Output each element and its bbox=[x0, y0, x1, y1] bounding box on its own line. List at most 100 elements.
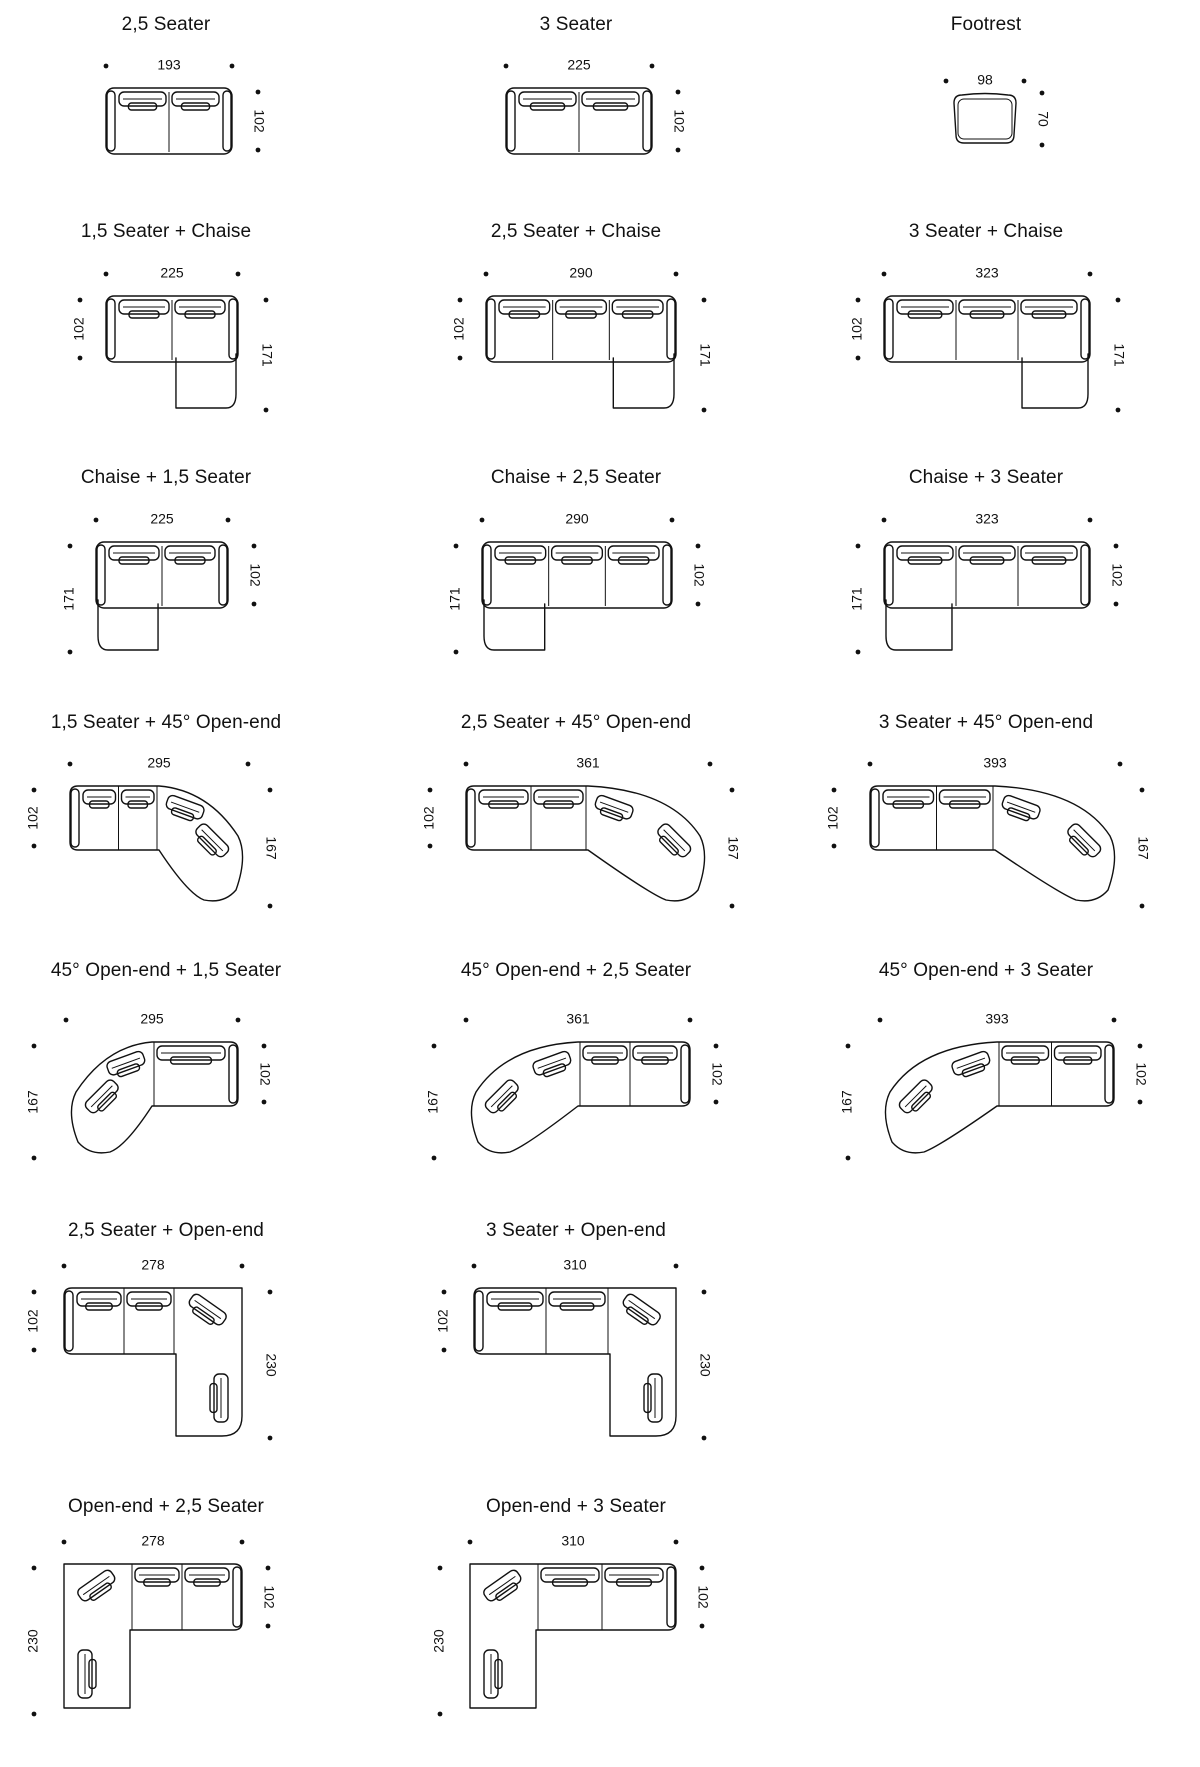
c19-corner-back-seam bbox=[488, 1575, 516, 1596]
c8-chaise-depth-label: 171 bbox=[447, 587, 463, 611]
c16-side-back-pillow bbox=[209, 1382, 218, 1414]
c17-cushion-1-back bbox=[486, 1291, 544, 1307]
c17-side-back-pillow bbox=[643, 1382, 652, 1414]
c2-frame bbox=[505, 87, 653, 155]
c18-cushion-1-pillow bbox=[143, 1578, 171, 1587]
c3-depth-label: 70 bbox=[1035, 111, 1051, 127]
c8-width-dot-left bbox=[479, 517, 485, 523]
c8-cushion-1-pillow bbox=[504, 556, 537, 565]
c17-side-back-back bbox=[647, 1373, 663, 1423]
c9-width-dot-right bbox=[1087, 517, 1093, 523]
c8-width-dot-right bbox=[669, 517, 675, 523]
c13-depth-dot-bottom bbox=[261, 1099, 267, 1105]
c18-side-cushion bbox=[77, 1649, 97, 1699]
c3-pouf-top bbox=[957, 98, 1013, 140]
c12-cushion-1-back bbox=[882, 789, 935, 805]
c14-depth-dot-top bbox=[713, 1043, 719, 1049]
c8-depth-dot-bottom bbox=[695, 601, 701, 607]
c4-chaise-depth-label: 171 bbox=[259, 343, 275, 367]
c9-depth-label: 102 bbox=[1109, 563, 1125, 587]
c1-depth-dot-top bbox=[255, 89, 261, 95]
c17-frame bbox=[473, 1287, 677, 1437]
c4-frame bbox=[105, 295, 239, 363]
configuration-title-c11: 2,5 Seater + 45° Open-end bbox=[460, 712, 692, 733]
c3-width-dot-left bbox=[943, 78, 949, 84]
c16-end-depth-dot-bottom bbox=[267, 1435, 273, 1441]
c11-arm-left bbox=[466, 788, 476, 848]
c2-width-dot-left bbox=[503, 63, 509, 69]
configuration-c3: 98 70 bbox=[943, 72, 1051, 148]
c2-depth-dot-top bbox=[675, 89, 681, 95]
c18-depth-dot-bottom bbox=[265, 1623, 271, 1629]
c12-cushion-2-pillow bbox=[948, 800, 981, 809]
c15-frame bbox=[884, 1041, 1115, 1154]
c8-depth-dot-top bbox=[695, 543, 701, 549]
c13-width-label: 295 bbox=[140, 1011, 164, 1027]
c10-cushion-2-pillow bbox=[127, 800, 149, 809]
c18-arm-right bbox=[232, 1566, 242, 1628]
c19-corner-back-pillow bbox=[495, 1582, 518, 1601]
c9-chaise-depth-label: 171 bbox=[849, 587, 865, 611]
c13-angled-back-2-seam bbox=[90, 1085, 113, 1108]
c8-width-label: 290 bbox=[565, 511, 589, 527]
configuration-title-c6: 3 Seater + Chaise bbox=[908, 221, 1064, 242]
c19-frame bbox=[469, 1563, 677, 1709]
c16-frame bbox=[63, 1287, 243, 1437]
c7-cushion-2-pillow bbox=[174, 556, 206, 565]
c10-depth-dot-bottom bbox=[31, 843, 37, 849]
c1-width-dot-left bbox=[103, 63, 109, 69]
c14-angled-cushion-2 bbox=[484, 1079, 519, 1114]
c14-width-label: 361 bbox=[566, 1011, 590, 1027]
c12-depth-label: 102 bbox=[825, 806, 841, 830]
c12-end-depth-dot-top bbox=[1139, 787, 1145, 793]
c5-chaise-depth-dot-top bbox=[701, 297, 707, 303]
c11-cushion-1-pillow bbox=[488, 800, 519, 809]
c9-depth-dot-top bbox=[1113, 543, 1119, 549]
c8-cushion-2-pillow bbox=[561, 556, 593, 565]
c15-angled-back-2-pillow bbox=[911, 1091, 932, 1112]
c16-cushion-2-pillow bbox=[135, 1302, 163, 1311]
c6-chaise-depth-dot-top bbox=[1115, 297, 1121, 303]
c18-width-label: 278 bbox=[141, 1533, 165, 1549]
configuration-title-c1: 2,5 Seater bbox=[121, 14, 211, 35]
c19-end-depth-dot-top bbox=[437, 1565, 443, 1571]
c9-cushion-2-back bbox=[958, 545, 1016, 561]
c11-frame bbox=[465, 785, 706, 902]
c17-arm-left bbox=[474, 1290, 484, 1352]
c19-side-back-pillow bbox=[494, 1658, 503, 1690]
c4-depth-label: 102 bbox=[71, 317, 87, 341]
c5-width-label: 290 bbox=[569, 265, 593, 281]
c15-angled-back-2-seam bbox=[904, 1085, 927, 1108]
c6-cushion-3-pillow bbox=[1031, 310, 1067, 319]
c2-width-dot-right bbox=[649, 63, 655, 69]
c17-depth-dot-bottom bbox=[441, 1347, 447, 1353]
c6-depth-dot-bottom bbox=[855, 355, 861, 361]
c10-width-dot-left bbox=[67, 761, 73, 767]
c16-corner-back-pillow bbox=[192, 1306, 215, 1325]
c7-width-dot-left bbox=[93, 517, 99, 523]
c19-width-label: 310 bbox=[561, 1533, 585, 1549]
c2-cushion-1-pillow bbox=[529, 102, 566, 111]
c6-width-dot-right bbox=[1087, 271, 1093, 277]
c14-end-depth-dot-bottom bbox=[431, 1155, 437, 1161]
c9-width-label: 323 bbox=[975, 511, 999, 527]
c3-width-label: 98 bbox=[977, 72, 993, 88]
c1-width-dot-right bbox=[229, 63, 235, 69]
c8-arm-left bbox=[482, 544, 492, 606]
c8-cushion-1-back bbox=[494, 545, 547, 561]
c8-chaise-depth-dot-top bbox=[453, 543, 459, 549]
c19-cushion-2-back bbox=[604, 1567, 664, 1583]
c11-cushion-1-back bbox=[478, 789, 529, 805]
c11-end-depth-dot-top bbox=[729, 787, 735, 793]
c16-width-dot-right bbox=[239, 1263, 245, 1269]
c13-cushion-1-back bbox=[156, 1045, 226, 1061]
c6-chaise-depth-label: 171 bbox=[1111, 343, 1127, 367]
c16-depth-dot-bottom bbox=[31, 1347, 37, 1353]
c6-cushion-2-back bbox=[958, 299, 1016, 315]
c15-end-depth-label: 167 bbox=[839, 1090, 855, 1114]
